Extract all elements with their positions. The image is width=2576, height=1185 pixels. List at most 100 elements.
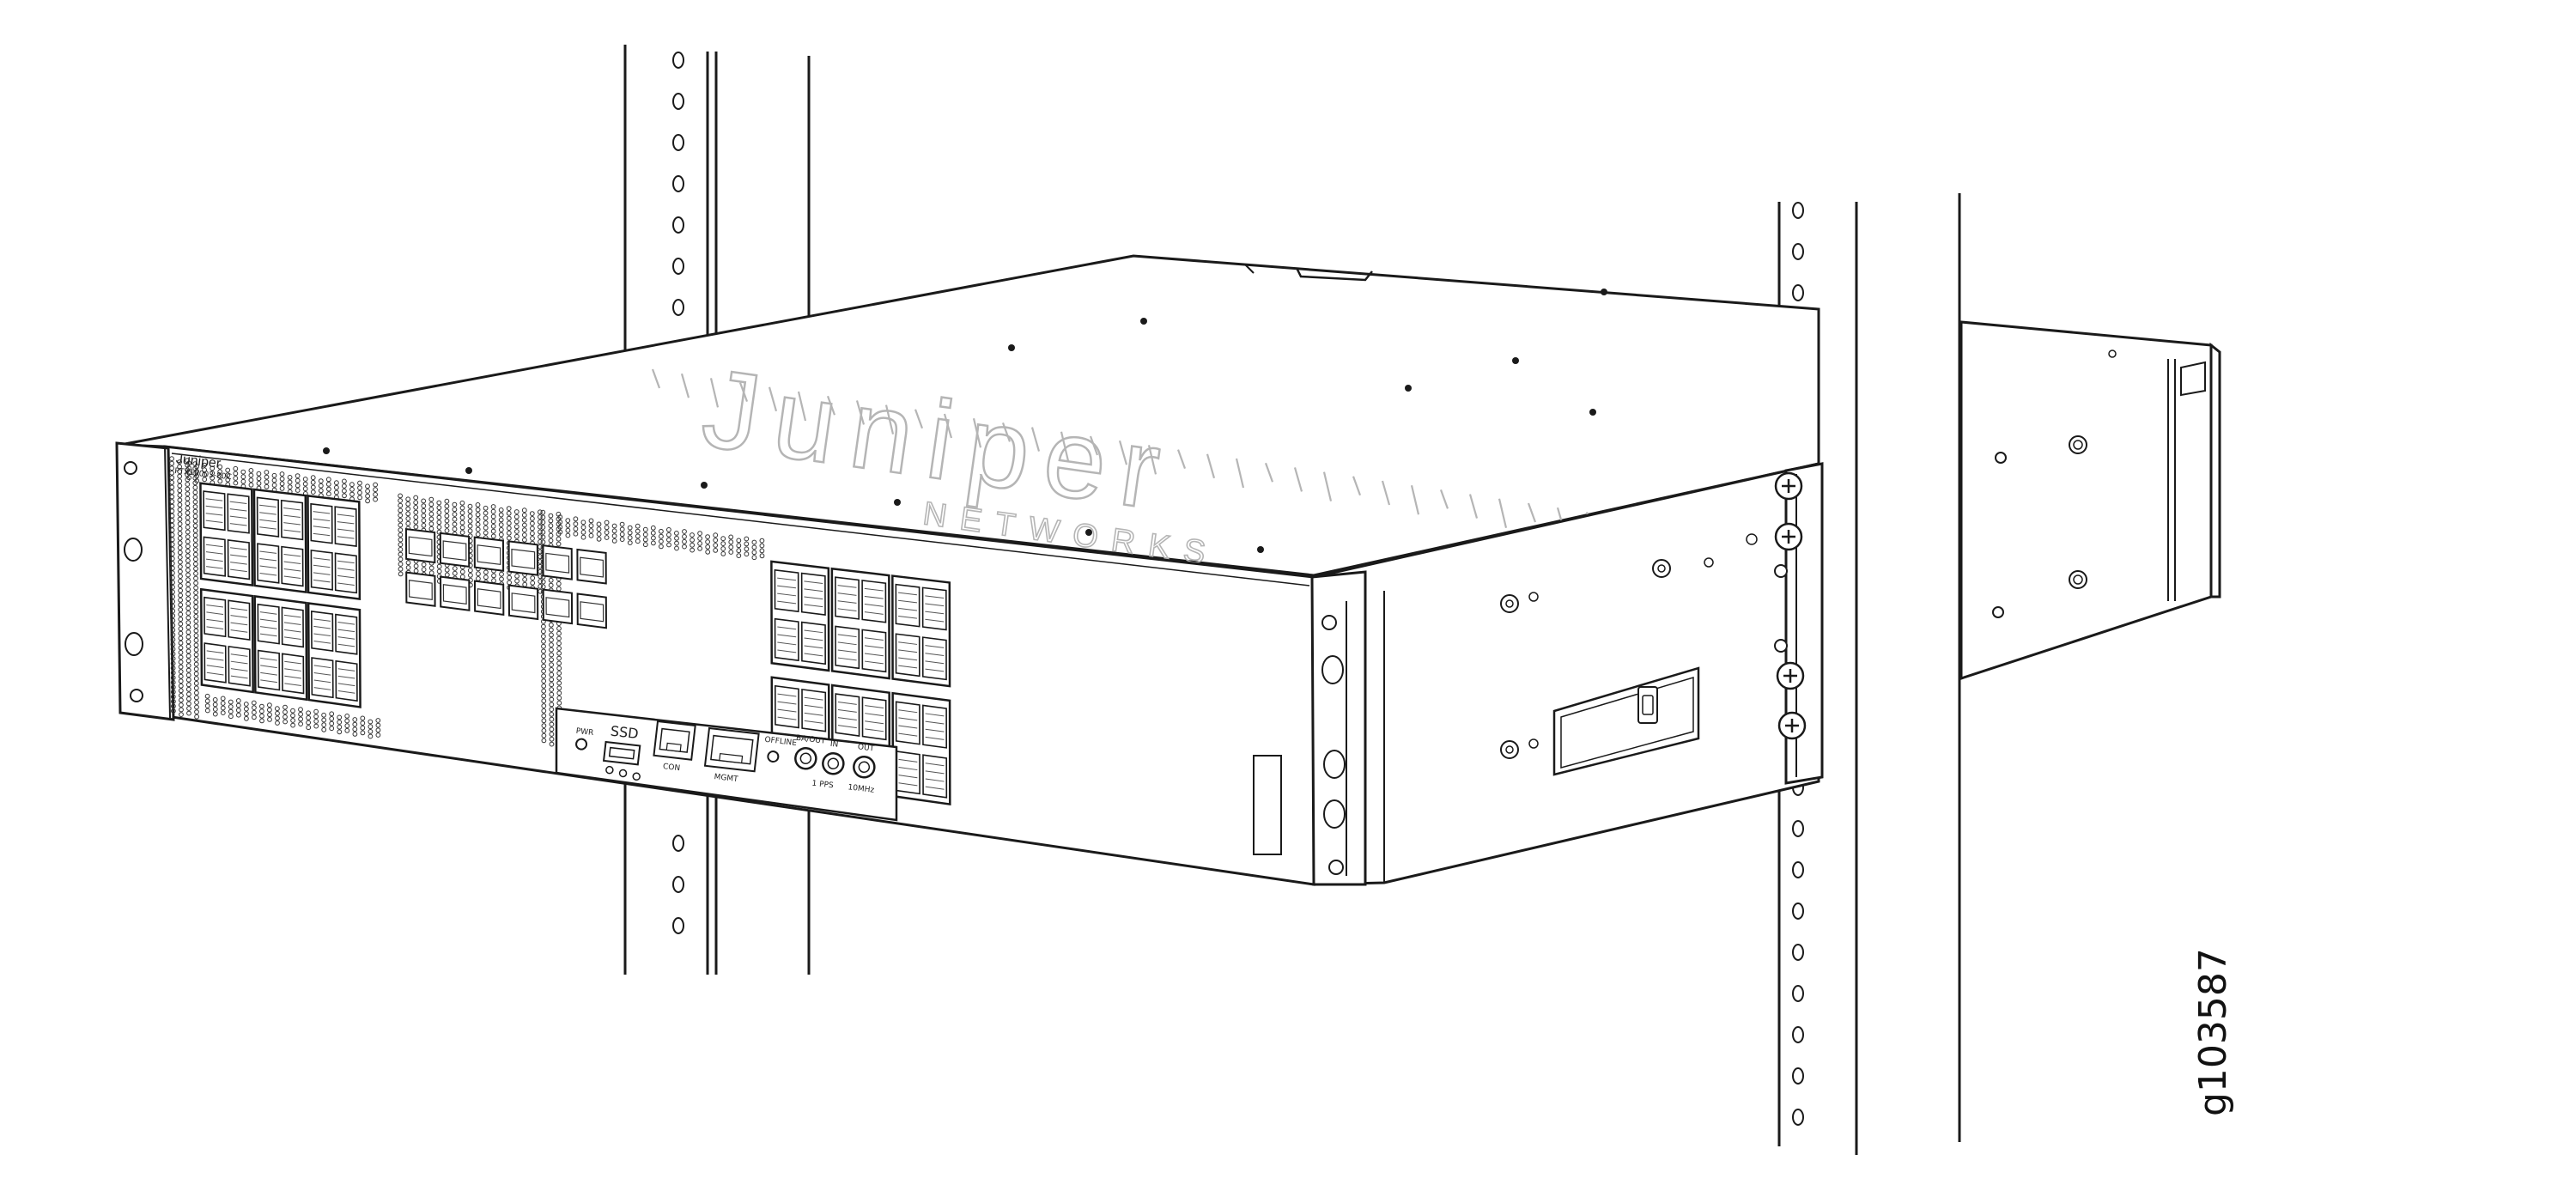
emboss-bar	[1206, 453, 1216, 479]
vent-hole	[498, 527, 504, 532]
vent-hole	[666, 537, 671, 543]
vent-hole	[283, 709, 288, 715]
port-fin	[837, 600, 857, 604]
top-screw	[894, 499, 901, 506]
vent-hole	[540, 539, 546, 545]
vent-hole	[549, 682, 555, 688]
vent-hole	[444, 513, 450, 519]
vent-hole	[549, 662, 554, 667]
vent-hole	[178, 617, 184, 622]
qsfp-port	[281, 545, 304, 587]
vent-hole	[604, 530, 610, 535]
rack-hole	[1792, 284, 1804, 301]
vent-hole	[405, 511, 411, 517]
port-fin	[337, 636, 355, 640]
vent-hole	[352, 717, 358, 722]
vent-hole	[169, 513, 175, 519]
vent-hole	[490, 504, 496, 509]
port-fin	[925, 611, 945, 615]
port-fin	[804, 596, 823, 600]
qsfp-port	[774, 684, 799, 729]
vent-hole	[635, 528, 641, 534]
vent-hole	[194, 714, 200, 720]
vent-hole	[192, 495, 198, 500]
ba-out-connector[interactable]: BA/OUT	[793, 734, 826, 771]
ssd-slot[interactable]: SSD	[602, 722, 646, 781]
vent-hole	[186, 460, 191, 466]
port-fin	[337, 521, 355, 525]
vent-hole	[398, 556, 404, 562]
qsfp-port	[335, 613, 358, 655]
port-fin	[283, 553, 301, 557]
mgmt-port[interactable]: MGMT	[703, 726, 760, 786]
sfp-port-inner	[545, 552, 570, 574]
vent-hole	[452, 516, 458, 522]
rear-mounting-bracket	[1959, 320, 2221, 681]
vent-hole	[421, 513, 427, 519]
port-fin	[284, 668, 301, 672]
top-screw	[1512, 357, 1519, 364]
vent-hole	[178, 683, 184, 689]
con-port[interactable]: CON	[653, 720, 696, 775]
port-fin	[206, 672, 224, 676]
vent-hole	[421, 503, 427, 508]
port-fin	[313, 572, 331, 575]
vent-hole	[611, 523, 617, 529]
qsfp-port	[227, 493, 250, 534]
vent-hole	[170, 641, 176, 647]
vent-hole	[170, 608, 176, 614]
vent-hole	[557, 520, 563, 525]
vent-hole	[178, 559, 183, 565]
vent-hole	[185, 510, 191, 516]
vent-hole	[193, 599, 199, 605]
vent-hole	[759, 553, 765, 559]
port-fin	[898, 665, 918, 669]
vent-hole	[413, 514, 419, 520]
port-fin	[206, 665, 224, 668]
vent-hole	[177, 483, 183, 489]
port-fin	[777, 701, 797, 705]
vent-hole	[541, 659, 546, 664]
top-screw	[701, 482, 708, 489]
port-fin	[865, 660, 884, 665]
top-screw	[1257, 546, 1264, 553]
port-fin	[804, 588, 823, 592]
vent-hole	[365, 498, 371, 504]
vent-hole	[178, 587, 184, 593]
vent-hole	[318, 483, 324, 489]
vent-hole	[405, 501, 411, 507]
vent-hole	[185, 653, 191, 659]
qsfp-port	[774, 617, 799, 662]
out-connector[interactable]: OUT 10MHz	[848, 743, 879, 795]
vent-hole	[428, 526, 434, 532]
vent-hole	[596, 536, 602, 542]
vent-hole	[556, 541, 562, 547]
vent-hole	[541, 629, 546, 635]
vent-hole	[349, 482, 355, 488]
sfp-port-inner	[477, 544, 501, 566]
pwr-led: PWR	[575, 727, 594, 750]
port-fin	[925, 770, 945, 775]
port-fin	[206, 566, 223, 569]
vent-hole	[186, 701, 191, 707]
vent-hole	[290, 713, 295, 719]
vent-hole	[233, 476, 239, 481]
one-pps-label: 1 PPS	[811, 780, 834, 791]
vent-hole	[264, 483, 270, 489]
vent-hole	[185, 581, 191, 587]
right-mounting-ear	[1774, 462, 1824, 785]
port-fin	[283, 507, 301, 511]
vent-hole	[413, 524, 419, 530]
vent-hole	[459, 515, 465, 520]
in-connector[interactable]: IN 1 PPS	[811, 738, 846, 791]
vent-hole	[313, 723, 319, 729]
vent-hole	[514, 529, 519, 534]
vent-hole	[360, 715, 366, 721]
vent-hole	[185, 611, 191, 616]
port-fin	[865, 713, 884, 717]
vent-hole	[506, 510, 512, 516]
vent-hole	[541, 634, 546, 639]
offline-button[interactable]: OFFLINE	[762, 736, 798, 764]
vent-hole	[475, 512, 481, 518]
vent-hole	[360, 725, 366, 731]
